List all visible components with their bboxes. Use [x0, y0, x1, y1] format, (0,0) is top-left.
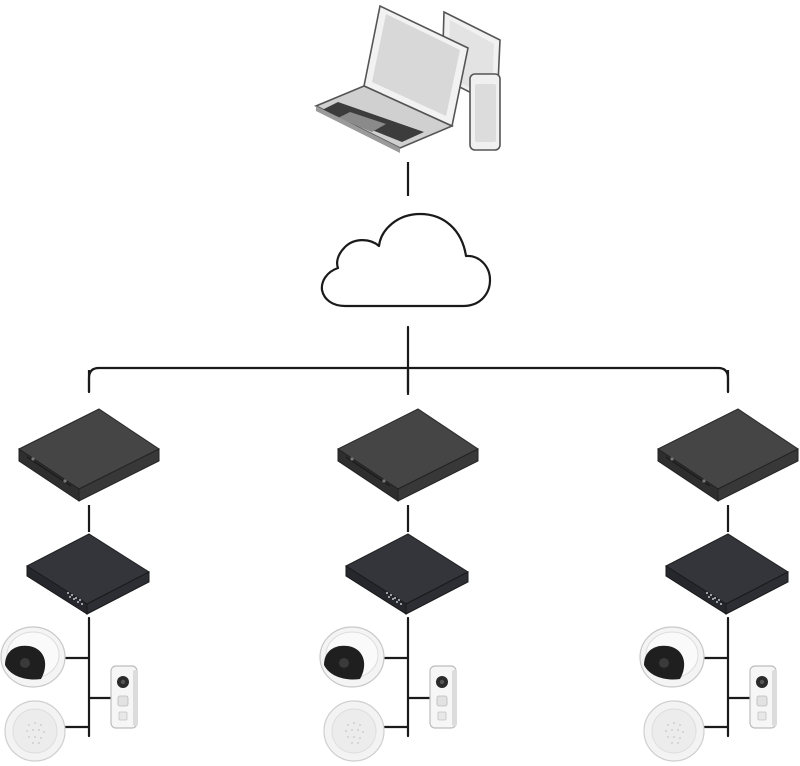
cloud-icon	[320, 212, 492, 308]
phone-icon	[469, 73, 501, 151]
laptop-tablet-phone-icon	[314, 4, 501, 153]
site-1-stack	[1, 370, 159, 761]
site-2-stack	[320, 370, 478, 761]
laptop-icon	[314, 4, 469, 153]
site-3-stack	[640, 370, 798, 761]
